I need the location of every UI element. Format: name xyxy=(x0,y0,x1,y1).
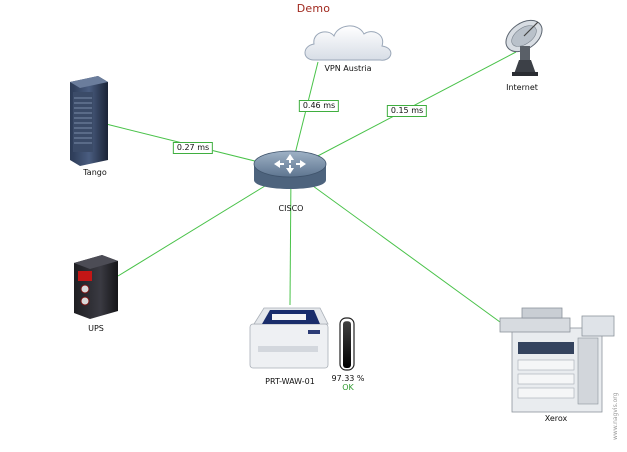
printer-icon[interactable] xyxy=(249,307,329,369)
link-cisco-printer xyxy=(289,169,292,306)
toner-gauge xyxy=(339,317,355,371)
watermark: www.nagvis.org xyxy=(612,392,619,440)
ups-label: UPS xyxy=(88,324,104,333)
latency-label-vpn: 0.46 ms xyxy=(298,100,340,112)
toner-percent: 97.33 % xyxy=(331,374,365,383)
copier-icon[interactable] xyxy=(499,307,615,413)
cloud-icon[interactable] xyxy=(304,25,392,61)
internet-label: Internet xyxy=(506,83,538,92)
tango-label: Tango xyxy=(83,168,107,177)
latency-label-internet: 0.15 ms xyxy=(386,105,428,117)
vpn-label: VPN Austria xyxy=(324,64,372,73)
xerox-label: Xerox xyxy=(544,414,568,423)
link-cisco-ups xyxy=(117,169,292,277)
ups-icon[interactable] xyxy=(74,255,118,319)
printer-status: OK xyxy=(342,383,354,392)
satellite-dish-icon[interactable] xyxy=(500,14,548,76)
diagram-title: Demo xyxy=(296,2,331,15)
link-cisco-xerox xyxy=(290,169,501,323)
printer-label: PRT-WAW-01 xyxy=(265,377,315,386)
latency-label-tango: 0.27 ms xyxy=(172,142,214,154)
cisco-label: CISCO xyxy=(278,204,304,213)
server-tower-icon[interactable] xyxy=(70,76,108,166)
router-icon[interactable] xyxy=(253,150,327,189)
